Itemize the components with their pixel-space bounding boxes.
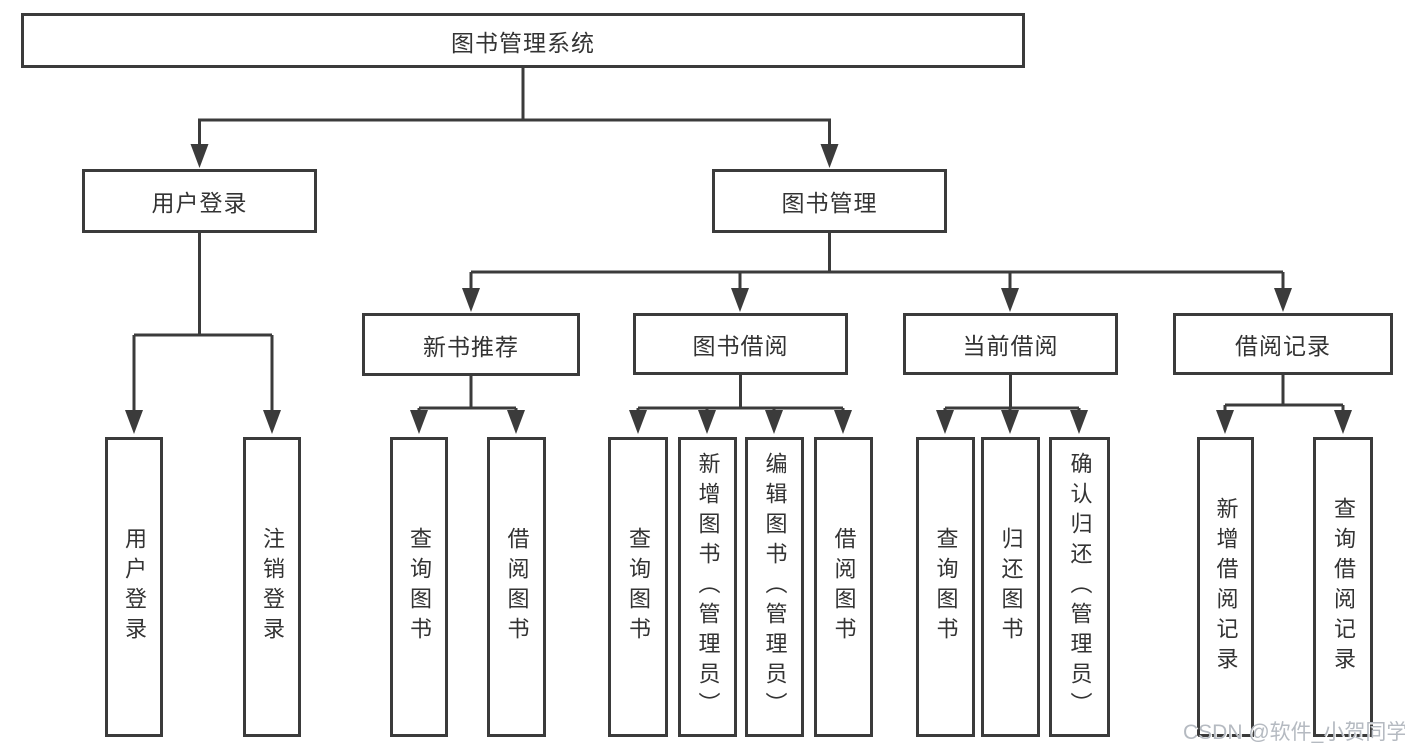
leaf-add-book-admin: 新增图书（管理员）	[678, 437, 737, 737]
node-borrow-records-label: 借阅记录	[1235, 333, 1331, 359]
leaf-logout: 注销登录	[243, 437, 301, 737]
leaf-label: 查询图书	[626, 527, 651, 647]
node-root-label: 图书管理系统	[451, 29, 595, 56]
leaf-label: 查询图书	[407, 527, 432, 647]
leaf-label: 借阅图书	[504, 527, 530, 647]
node-user-login-label: 用户登录	[151, 190, 248, 216]
leaf-query-book-borrow: 查询图书	[608, 437, 668, 737]
leaf-query-borrow-record: 查询借阅记录	[1313, 437, 1373, 737]
leaf-label: 查询图书	[933, 527, 959, 647]
leaf-label: 查询借阅记录	[1331, 497, 1356, 677]
leaf-label: 新增借阅记录	[1213, 497, 1239, 677]
leaf-label: 用户登录	[122, 527, 147, 647]
leaf-return-book: 归还图书	[981, 437, 1040, 737]
node-user-login: 用户登录	[82, 169, 317, 233]
leaf-confirm-return-admin: 确认归还（管理员）	[1049, 437, 1110, 737]
leaf-borrow-book: 借阅图书	[814, 437, 873, 737]
leaf-user-login: 用户登录	[105, 437, 163, 737]
node-book-borrow: 图书借阅	[633, 313, 848, 375]
leaf-query-book-recommend: 查询图书	[390, 437, 448, 737]
csdn-watermark: CSDN @软件_小贺同学	[1183, 721, 1405, 744]
node-borrow-records: 借阅记录	[1173, 313, 1393, 375]
node-new-book-recommend-label: 新书推荐	[423, 333, 519, 360]
node-book-management: 图书管理	[712, 169, 947, 233]
leaf-label: 归还图书	[998, 527, 1024, 647]
node-current-borrow: 当前借阅	[903, 313, 1118, 375]
node-new-book-recommend: 新书推荐	[362, 313, 580, 376]
leaf-borrow-book-recommend: 借阅图书	[487, 437, 546, 737]
leaf-query-book-current: 查询图书	[916, 437, 975, 737]
leaf-label: 借阅图书	[831, 527, 857, 647]
arrowhead-icons	[125, 144, 1352, 434]
node-root-system: 图书管理系统	[21, 13, 1025, 68]
leaf-label: 注销登录	[260, 527, 285, 647]
leaf-label: 编辑图书（管理员）	[762, 452, 788, 722]
leaf-edit-book-admin: 编辑图书（管理员）	[745, 437, 804, 737]
leaf-label: 确认归还（管理员）	[1067, 452, 1093, 722]
node-book-management-label: 图书管理	[781, 190, 878, 216]
node-book-borrow-label: 图书借阅	[692, 333, 789, 359]
leaf-label: 新增图书（管理员）	[695, 452, 721, 722]
node-current-borrow-label: 当前借阅	[962, 333, 1059, 359]
leaf-add-borrow-record: 新增借阅记录	[1197, 437, 1254, 737]
